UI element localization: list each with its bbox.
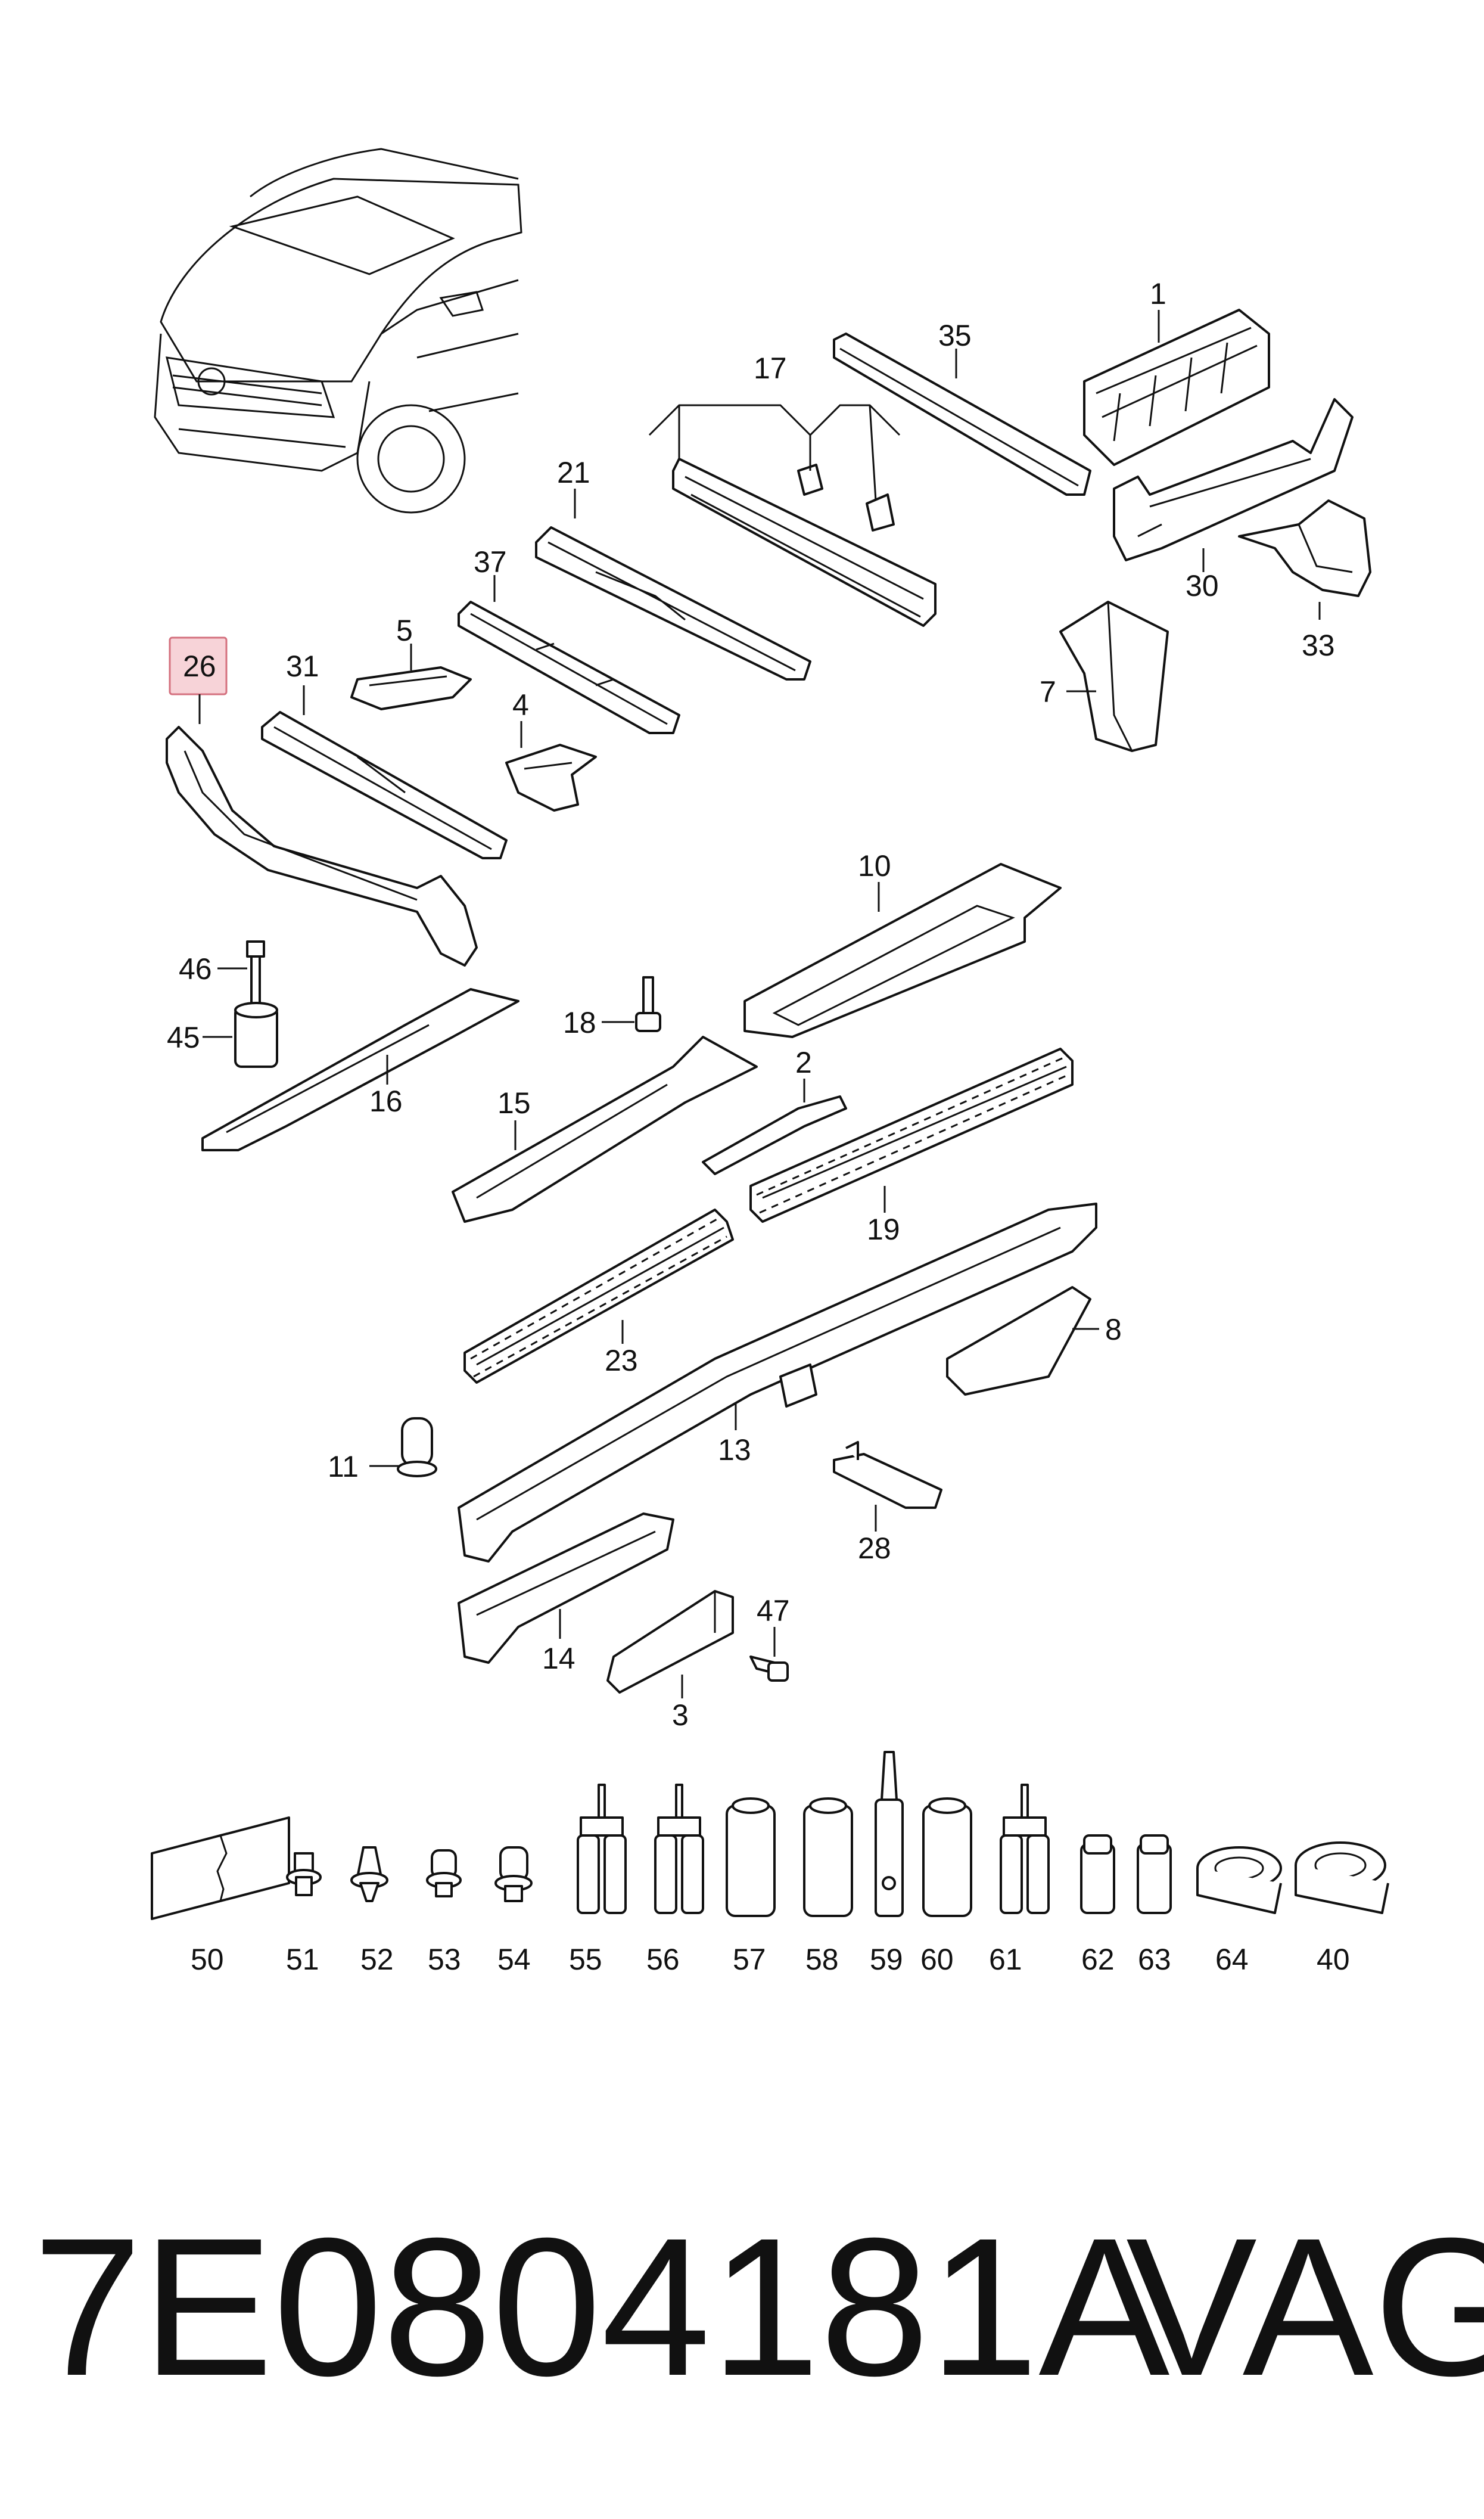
callout-54: 54 — [497, 1943, 531, 1976]
callout-18: 18 — [563, 1006, 596, 1039]
callout-31: 31 — [286, 650, 319, 683]
part-14 — [458, 1512, 674, 1664]
part-28 — [833, 1441, 942, 1509]
callout-28: 28 — [858, 1532, 891, 1565]
part-60 — [922, 1797, 972, 1917]
callout-59: 59 — [870, 1943, 903, 1976]
part-51 — [286, 1852, 322, 1896]
callout-21: 21 — [557, 456, 590, 489]
callout-37: 37 — [474, 545, 507, 579]
van-illustration — [154, 148, 522, 514]
callout-52: 52 — [360, 1943, 394, 1976]
part-3 — [606, 1590, 734, 1694]
part-64 — [1196, 1846, 1282, 1914]
callout-62: 62 — [1081, 1943, 1115, 1976]
callout-23: 23 — [605, 1344, 638, 1377]
part-61 — [1000, 1784, 1050, 1914]
callout-19: 19 — [867, 1213, 900, 1246]
part-47 — [749, 1655, 789, 1682]
callout-7: 7 — [1040, 675, 1056, 709]
callout-5: 5 — [396, 614, 413, 647]
part-57 — [726, 1797, 776, 1917]
highlight-box-26 — [169, 636, 228, 695]
callout-64: 64 — [1215, 1943, 1249, 1976]
footer-brand: VAG — [1126, 2197, 1484, 2416]
part-13 — [458, 1203, 1097, 1563]
hardware-row — [151, 1751, 1389, 1920]
callout-35: 35 — [938, 319, 972, 352]
part-56 — [654, 1784, 704, 1914]
callout-53: 53 — [428, 1943, 461, 1976]
part-31 — [261, 711, 508, 859]
callout-10: 10 — [858, 849, 891, 883]
callout-50: 50 — [191, 1943, 224, 1976]
part-1 — [1083, 309, 1270, 466]
part-52 — [350, 1846, 388, 1902]
part-11 — [397, 1417, 437, 1477]
part-8 — [946, 1286, 1091, 1396]
callout-63: 63 — [1138, 1943, 1171, 1976]
part-50 — [151, 1816, 290, 1920]
callout-51: 51 — [286, 1943, 319, 1976]
part-55 — [577, 1784, 627, 1914]
callout-11: 11 — [328, 1450, 359, 1483]
callout-16: 16 — [369, 1085, 403, 1118]
callout-17: 17 — [754, 352, 787, 385]
callout-46: 46 — [179, 952, 212, 986]
part-35 — [833, 333, 1091, 496]
part-40 — [1295, 1841, 1389, 1914]
callout-57: 57 — [733, 1943, 766, 1976]
callout-4: 4 — [512, 688, 529, 722]
callout-33: 33 — [1302, 629, 1335, 662]
callout-60: 60 — [920, 1943, 954, 1976]
callout-47: 47 — [757, 1594, 790, 1627]
part-46 — [246, 940, 265, 1008]
part-62 — [1080, 1834, 1115, 1914]
part-18 — [635, 976, 661, 1032]
part-59 — [875, 1751, 904, 1917]
part-58 — [803, 1797, 853, 1917]
callout-14: 14 — [542, 1642, 575, 1675]
callout-55: 55 — [569, 1943, 602, 1976]
callout-13: 13 — [718, 1433, 751, 1467]
part-23 — [463, 1209, 734, 1384]
callout-3: 3 — [672, 1698, 689, 1732]
callout-8: 8 — [1105, 1313, 1122, 1346]
part-21 — [535, 526, 811, 681]
part-16 — [201, 988, 519, 1151]
part-4 — [505, 744, 597, 812]
callout-45: 45 — [167, 1021, 200, 1054]
part-26 — [166, 726, 478, 967]
part-63 — [1137, 1834, 1172, 1914]
part-54 — [494, 1846, 533, 1902]
part-10 — [743, 863, 1062, 1038]
part-53 — [426, 1849, 462, 1897]
callout-40: 40 — [1317, 1943, 1350, 1976]
callout-15: 15 — [497, 1086, 531, 1120]
part-17 — [672, 458, 937, 627]
part-7 — [1059, 601, 1169, 752]
footer-part-number: 7E0804181A — [33, 2197, 1171, 2416]
callout-26: 26 — [183, 650, 216, 683]
callout-61: 61 — [989, 1943, 1022, 1976]
callout-1: 1 — [1150, 277, 1166, 310]
part-19 — [749, 1048, 1074, 1223]
part-37 — [458, 601, 680, 734]
part-45 — [234, 1002, 278, 1068]
part-5 — [350, 666, 472, 710]
part-15 — [452, 1036, 758, 1223]
callout-2: 2 — [795, 1046, 812, 1079]
part-33 — [1238, 499, 1371, 597]
callout-58: 58 — [805, 1943, 839, 1976]
hardware-row-labels: 50 51 52 53 54 55 56 57 58 59 60 61 62 6… — [191, 1943, 1350, 1976]
part-30 — [1113, 398, 1354, 561]
callout-56: 56 — [646, 1943, 680, 1976]
part-2 — [702, 1095, 847, 1175]
callout-30: 30 — [1186, 569, 1219, 602]
